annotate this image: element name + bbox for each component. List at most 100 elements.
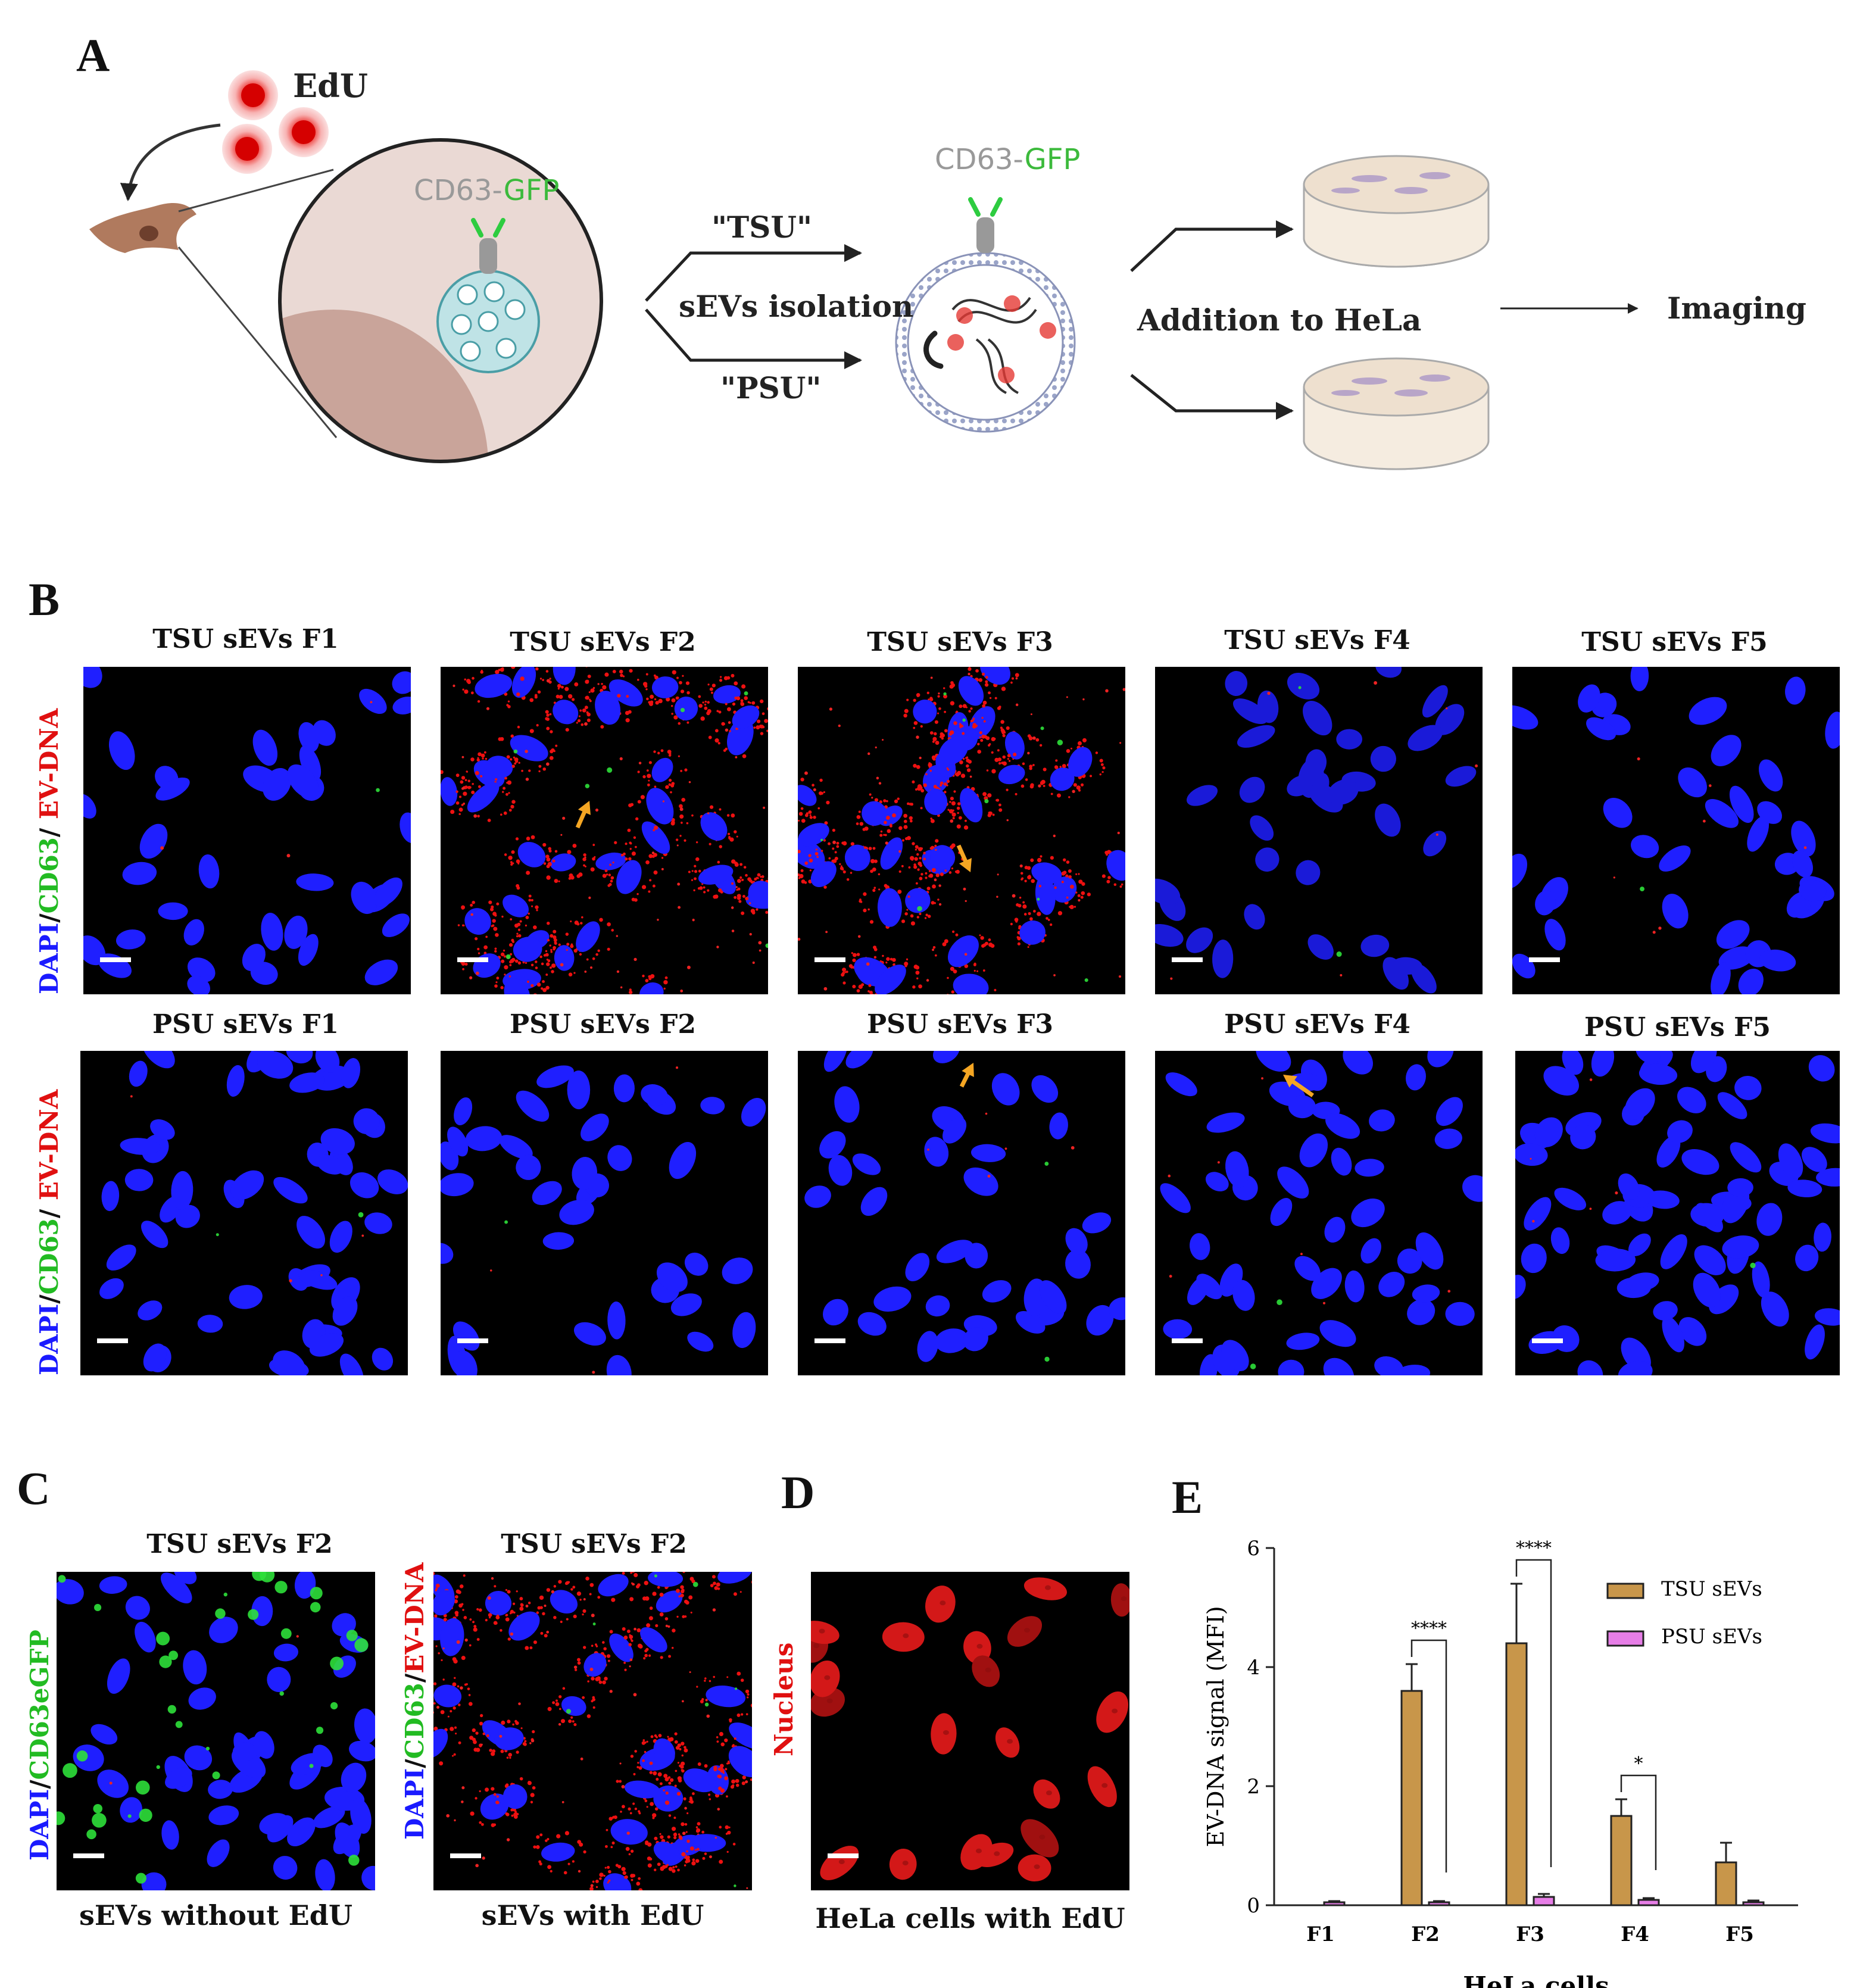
channel-label-row2: DAPI/CD63/ EV-DNA <box>35 1089 64 1375</box>
scale-bar <box>814 957 845 962</box>
micrograph-psu-f4 <box>1155 1051 1483 1375</box>
micrograph-title: PSU sEVs F3 <box>867 1009 1053 1040</box>
bar-tsu-f4 <box>1610 1815 1633 1906</box>
legend-label: PSU sEVs <box>1661 1625 1762 1649</box>
bar-psu-f2 <box>1428 1901 1450 1906</box>
scale-bar <box>1532 1338 1563 1343</box>
micrograph-c-without-edu <box>57 1572 375 1890</box>
panel-b-letter: B <box>29 573 60 625</box>
legend-swatch <box>1606 1583 1644 1599</box>
sevs-isolation-label: sEVs isolation <box>679 289 914 324</box>
micrograph-image <box>441 667 768 994</box>
bar-chart-ev-dna: 0 2 4 6EV-DNA signal (MFI) HeLa cells F1 F2 F3 F… <box>1203 1537 1798 1988</box>
scale-bar <box>1529 957 1560 962</box>
x-tick-label: F1 <box>1306 1923 1335 1946</box>
micrograph-title: PSU sEVs F4 <box>1224 1009 1410 1040</box>
significance-label: **** <box>1411 1618 1447 1639</box>
sev-vesicle-icon <box>895 197 1076 433</box>
y-tick-label: 4 <box>1247 1656 1260 1680</box>
caption-c2: sEVs with EdU <box>481 1899 704 1931</box>
micrograph-image <box>1155 667 1478 994</box>
micrograph-tsu-f1 <box>83 667 411 994</box>
arrow-indicator-icon <box>962 1063 974 1077</box>
micrograph-title: TSU sEVs F3 <box>867 627 1053 657</box>
y-tick-label: 0 <box>1247 1894 1260 1918</box>
micrograph-image <box>97 1051 408 1375</box>
micrograph-tsu-f3 <box>798 667 1125 994</box>
edu-label: EdU <box>293 67 369 105</box>
y-tick-label: 2 <box>1247 1775 1260 1799</box>
micrograph-psu-f3 <box>798 1051 1125 1375</box>
arrow-indicator-icon <box>578 801 591 815</box>
x-tick-label: F2 <box>1411 1923 1440 1946</box>
micrograph-title: TSU sEVs F2 <box>510 627 696 657</box>
psu-label: "PSU" <box>720 370 822 405</box>
micrograph-image <box>1512 667 1840 994</box>
cd63-gfp-label-sev: CD63-GFP <box>935 143 1081 176</box>
bar-psu-f4 <box>1637 1899 1660 1906</box>
scale-bar <box>1172 1338 1203 1343</box>
scale-bar <box>100 957 131 962</box>
scale-bar <box>73 1853 104 1858</box>
micrograph-title: TSU sEVs F5 <box>1581 627 1768 657</box>
micrograph-image <box>83 667 411 994</box>
micrograph-title: PSU sEVs F5 <box>1584 1012 1771 1043</box>
micrograph-c-with-edu <box>433 1572 752 1890</box>
x-axis-label: HeLa cells <box>1463 1971 1609 1988</box>
micrograph-d-hela-edu <box>811 1572 1129 1890</box>
imaging-label: Imaging <box>1667 291 1806 326</box>
panel-e-letter: E <box>1172 1471 1203 1523</box>
x-tick-label: F5 <box>1725 1923 1754 1946</box>
micrograph-title: TSU sEVs F2 <box>501 1529 687 1559</box>
edu-molecule-icon <box>222 70 329 174</box>
arrow-indicator-icon <box>1283 1075 1297 1088</box>
donor-cell-icon <box>89 202 196 253</box>
panel-d-letter: D <box>781 1466 815 1518</box>
bar-psu-f3 <box>1533 1896 1555 1906</box>
micrograph-image <box>433 1572 752 1890</box>
micrograph-title: TSU sEVs F1 <box>152 624 339 654</box>
scale-bar <box>814 1338 845 1343</box>
legend-swatch <box>1606 1630 1644 1647</box>
micrograph-title: TSU sEVs F2 <box>146 1529 333 1559</box>
micrograph-title: PSU sEVs F1 <box>152 1009 339 1040</box>
micrograph-image <box>811 1577 1129 1882</box>
petri-dish-icon <box>1303 357 1490 470</box>
channel-label-c2: DAPI/CD63/EV-DNA <box>400 1562 429 1840</box>
channel-label-nucleus: Nucleus <box>769 1642 798 1756</box>
micrograph-title: PSU sEVs F2 <box>510 1009 696 1040</box>
chart-axes <box>1273 1548 1798 1906</box>
scale-bar <box>97 1338 128 1343</box>
micrograph-title: TSU sEVs F4 <box>1224 625 1410 656</box>
micrograph-psu-f2 <box>441 1051 768 1375</box>
bar-psu-f5 <box>1742 1901 1765 1906</box>
channel-label-c1: DAPI/CD63eGFP <box>25 1630 54 1861</box>
arrow-indicator-icon <box>959 858 972 872</box>
y-axis-label: EV-DNA signal (MFI) <box>1203 1606 1229 1847</box>
panel-a-letter: A <box>76 29 110 81</box>
micrograph-tsu-f2 <box>441 667 768 994</box>
micrograph-image <box>1515 1051 1840 1375</box>
channel-label-row1: DAPI/CD63/ EV-DNA <box>35 708 64 994</box>
bar-tsu-f5 <box>1715 1861 1737 1906</box>
scale-bar <box>457 957 488 962</box>
y-tick-label: 6 <box>1247 1537 1260 1561</box>
caption-d: HeLa cells with EdU <box>815 1902 1125 1934</box>
caption-c1: sEVs without EdU <box>79 1899 353 1931</box>
addition-to-hela-label: Addition to HeLa <box>1137 302 1422 338</box>
micrograph-image <box>1160 1051 1483 1375</box>
micrograph-image <box>798 667 1125 994</box>
micrograph-psu-f1 <box>80 1051 408 1375</box>
bar-tsu-f3 <box>1505 1642 1528 1906</box>
panel-a-schematic <box>89 70 1639 470</box>
scale-bar <box>1172 957 1203 962</box>
x-tick-label: F3 <box>1516 1923 1544 1946</box>
micrograph-image <box>804 1051 1125 1362</box>
micrograph-image <box>441 1065 766 1375</box>
scale-bar <box>450 1853 481 1858</box>
micrograph-tsu-f5 <box>1512 667 1840 994</box>
bar-tsu-f2 <box>1400 1690 1423 1906</box>
legend-label: TSU sEVs <box>1661 1577 1762 1601</box>
scale-bar <box>457 1338 488 1343</box>
micrograph-image <box>57 1572 375 1890</box>
